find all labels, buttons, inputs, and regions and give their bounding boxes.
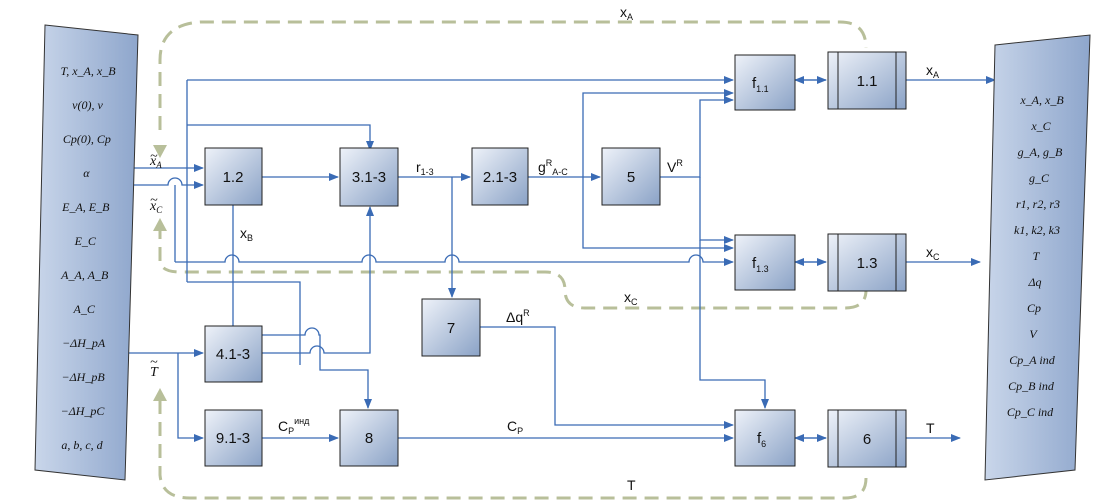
right-panel-list: x_A, x_B x_C g_A, g_B g_C r1, r2, r3 k1, k2, …: [1007, 93, 1064, 419]
label-dq: ΔqR: [506, 308, 530, 325]
left-panel-item-11: a, b, c, d: [61, 438, 103, 452]
right-output-panel: [984, 34, 1091, 481]
label-V: VR: [667, 158, 683, 175]
label-xC-out: xC: [926, 244, 940, 262]
block-7: [421, 298, 481, 357]
input-labels: ~ xA ~ xC ~ T: [149, 149, 163, 380]
right-panel-item-0: x_A, x_B: [1019, 93, 1064, 107]
right-panel-item-1: x_C: [1030, 119, 1051, 133]
block-3-1-3: [339, 147, 399, 207]
left-panel-item-2: Cp(0), Cp: [63, 132, 111, 146]
label-xA-in: ~: [150, 149, 158, 164]
label-xB: xB: [240, 225, 253, 243]
block-1-2: [204, 147, 263, 206]
block-f13: [734, 234, 796, 291]
label-f13: f1.3: [752, 255, 769, 274]
label-f11: f1.1: [752, 75, 769, 94]
right-panel-item-10: Cp_A ind: [1009, 353, 1055, 367]
label-xC-in-text: xC: [149, 199, 163, 215]
label-state-6: 6: [863, 431, 871, 448]
right-panel-item-7: Δq: [1027, 275, 1041, 289]
right-panel-item-9: V: [1029, 327, 1038, 341]
label-T-out: T: [926, 420, 935, 436]
label-xC-in-tilde: ~: [150, 193, 158, 208]
left-panel-list: T, x_A, x_B ν(0), ν Cp(0), Cp αE_A, E_B E_C A…: [60, 64, 116, 452]
label-9-1-3: 9.1-3: [216, 430, 250, 447]
left-panel-item-8: −ΔH_pA: [62, 336, 106, 350]
block-2-1-3: [471, 147, 529, 206]
block-8: [339, 409, 399, 467]
right-panel-item-5: k1, k2, k3: [1014, 223, 1060, 237]
feedback-loops: [158, 20, 868, 500]
label-r13: r1-3: [416, 159, 434, 177]
left-input-panel: [34, 24, 139, 481]
left-panel-item-9: −ΔH_pB: [62, 370, 106, 384]
label-5: 5: [627, 169, 635, 186]
loop-xA: [158, 20, 868, 130]
state-6: [827, 409, 907, 468]
right-panel-item-6: T: [1033, 249, 1041, 263]
label-T-in-tilde: ~: [150, 355, 158, 370]
left-panel-item-0: T, x_A, x_B: [60, 64, 116, 78]
right-panel-item-4: r1, r2, r3: [1016, 197, 1060, 211]
label-xA-top: xA: [620, 4, 633, 22]
loop-T: [158, 400, 868, 500]
loop-arrowheads: [153, 145, 167, 401]
left-panel-item-1: ν(0), ν: [72, 98, 103, 112]
label-4-1-3: 4.1-3: [216, 346, 250, 363]
block-labels: 1.2 3.1-3 2.1-3 5 7 4.1-3 9.1-3 8 1.1 1.…: [216, 73, 878, 448]
right-panel-item-11: Cp_B ind: [1008, 379, 1055, 393]
block-4-1-3: [204, 325, 263, 383]
block-f11: [734, 54, 796, 111]
label-8: 8: [365, 430, 373, 447]
left-panel-item-6: A_A, A_B: [60, 268, 109, 282]
label-7: 7: [447, 320, 455, 337]
state-1-1: [827, 51, 907, 110]
label-Cp: CP: [507, 418, 523, 436]
label-xA-out: xA: [926, 62, 939, 80]
label-state-1-3: 1.3: [857, 255, 878, 272]
label-Cp-ind: CPинд: [278, 416, 310, 436]
process-blocks: [204, 51, 907, 468]
left-panel-item-4: E_A, E_B: [61, 200, 110, 214]
label-T-in-text: T: [150, 365, 159, 380]
left-panel-item-7: A_C: [73, 302, 96, 316]
f-block-labels: f1.1 f1.3 f6: [752, 75, 769, 449]
block-9-1-3: [204, 409, 263, 467]
block-f6: [734, 409, 796, 467]
label-xA-in-text: xA: [149, 154, 162, 170]
left-panel-item-10: −ΔH_pC: [61, 404, 106, 418]
label-T-loop: T: [627, 477, 636, 493]
right-panel-item-3: g_C: [1029, 171, 1050, 185]
label-state-1-1: 1.1: [857, 73, 878, 90]
block-5: [601, 147, 661, 206]
label-3-1-3: 3.1-3: [352, 169, 386, 186]
right-panel-item-12: Cp_C ind: [1007, 405, 1054, 419]
left-panel-item-5: E_C: [74, 234, 97, 248]
right-panel-item-2: g_A, g_B: [1018, 145, 1063, 159]
label-1-2: 1.2: [223, 169, 244, 186]
label-f6: f6: [757, 430, 766, 449]
loop-xC: [158, 225, 868, 310]
signal-labels: xA xA xC xC T T xB r1-3 gRA-C VR ΔqR CPи…: [240, 4, 940, 493]
left-panel-item-3: α: [83, 166, 90, 180]
connections: [105, 76, 996, 442]
right-panel-item-8: Cp: [1027, 301, 1041, 315]
label-xC-loop: xC: [624, 289, 638, 307]
state-1-3: [827, 233, 907, 292]
label-2-1-3: 2.1-3: [483, 169, 517, 186]
label-g: gRA-C: [538, 158, 568, 177]
